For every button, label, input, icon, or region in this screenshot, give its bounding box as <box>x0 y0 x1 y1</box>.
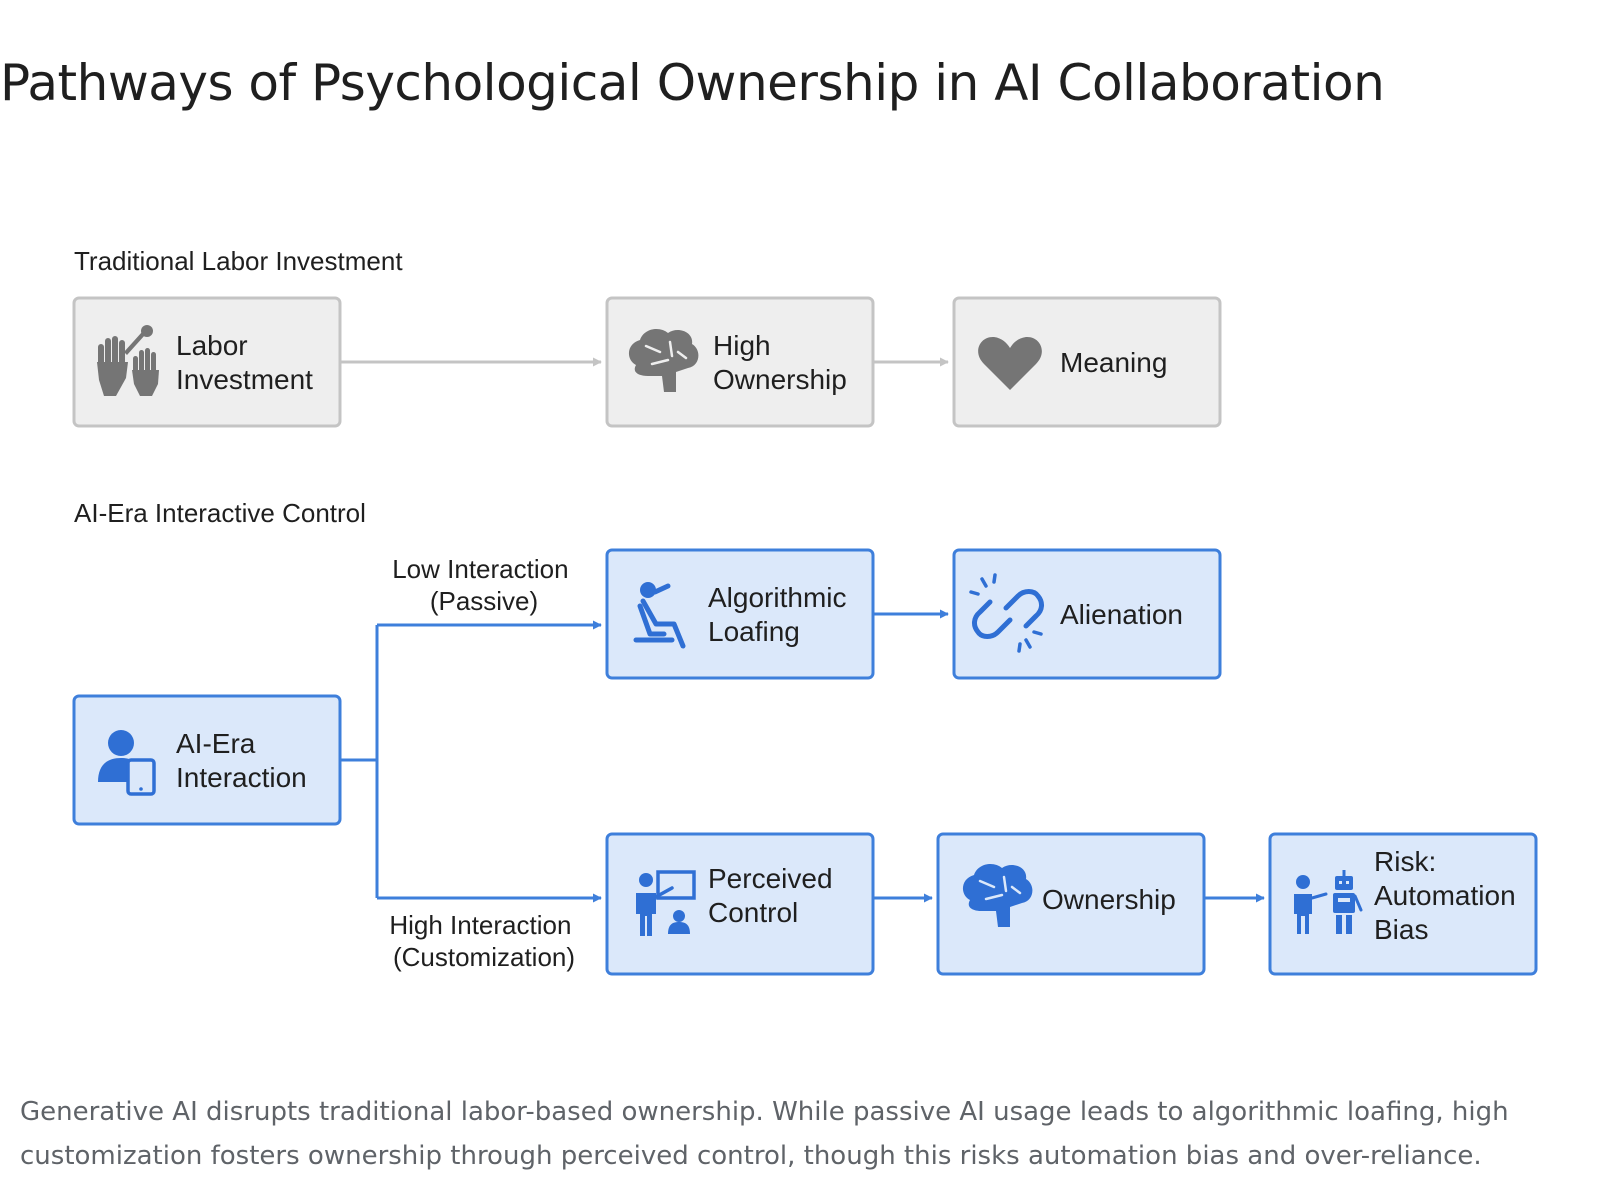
node-label: AI-Era Interaction <box>176 728 307 793</box>
heart-icon <box>978 336 1042 390</box>
ai-era-connectors <box>340 609 1265 903</box>
node-alienation: Alienation <box>952 548 1222 680</box>
figure-caption: Generative AI disrupts traditional labor… <box>20 1097 1509 1171</box>
node-label: Meaning <box>1060 347 1167 378</box>
node-ownership: Ownership <box>936 832 1206 976</box>
node-labor-investment: Labor Investment <box>72 296 342 428</box>
node-label: Algorithmic Loafing <box>708 582 854 647</box>
node-label: Risk: Automation Bias <box>1374 846 1523 945</box>
ai-era-section-label: AI-Era Interactive Control <box>74 498 366 528</box>
node-label: Ownership <box>1042 884 1176 915</box>
node-perceived-control: Perceived Control <box>605 832 875 976</box>
presenter-icon <box>636 870 696 936</box>
node-ai-era-interaction: AI-Era Interaction <box>72 694 342 826</box>
node-meaning: Meaning <box>952 296 1222 428</box>
page-title: Pathways of Psychological Ownership in A… <box>0 54 1385 112</box>
node-label: Alienation <box>1060 599 1183 630</box>
node-high-ownership: High Ownership <box>605 296 875 428</box>
person-tablet-icon <box>98 730 156 796</box>
node-label: Perceived Control <box>708 863 840 928</box>
node-label: Labor Investment <box>176 330 313 395</box>
node-algorithmic-loafing: Algorithmic Loafing <box>605 548 875 680</box>
person-robot-icon <box>1294 870 1363 934</box>
broken-link-icon <box>969 573 1044 653</box>
node-label: High Ownership <box>713 330 847 395</box>
high-interaction-label: High Interaction (Customization) <box>389 910 578 972</box>
node-risk-automation-bias: Risk: Automation Bias <box>1268 832 1538 976</box>
brain-icon <box>628 328 699 392</box>
traditional-section-label: Traditional Labor Investment <box>74 246 403 276</box>
low-interaction-label: Low Interaction (Passive) <box>392 554 576 616</box>
hands-wrench-icon <box>97 325 159 396</box>
brain-icon <box>962 863 1033 927</box>
reclining-person-icon <box>633 582 686 649</box>
